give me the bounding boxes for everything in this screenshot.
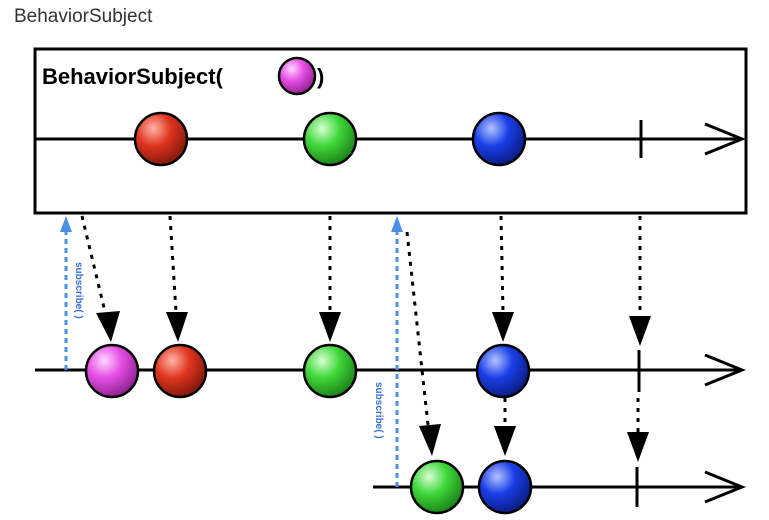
- source-marble-green: [302, 111, 358, 167]
- emission-arrows-subscriber-2: [405, 231, 640, 432]
- subscriber-2-marble-blue: [477, 459, 533, 515]
- emission-arrowheads-subscriber-2: [419, 424, 649, 462]
- subscriber-1-marble-pink: [84, 343, 140, 399]
- page-caption: BehaviorSubject: [14, 6, 153, 27]
- subscriber-1-marble-red: [152, 343, 208, 399]
- source-marble-blue: [471, 111, 527, 167]
- subscriber-2-timeline: [373, 459, 746, 515]
- subscriber-1-marble-blue: [475, 343, 531, 399]
- subscribe-label-1: subscribe( ): [73, 262, 84, 319]
- subscriber-2-marble-green: [409, 459, 465, 515]
- subscriber-1-marble-green: [302, 343, 358, 399]
- subscribe-arrow-1: [60, 216, 72, 370]
- subject-box-title-prefix: BehaviorSubject(: [42, 64, 224, 89]
- subject-box-title-suffix: ): [317, 64, 324, 89]
- emission-arrowheads-subscriber-1: [96, 311, 651, 346]
- source-marble-red: [133, 111, 189, 167]
- subscribe-label-2: subscribe( ): [373, 382, 384, 439]
- subscriber-1-timeline: [35, 343, 746, 399]
- emission-arrows-subscriber-1: [80, 215, 642, 313]
- source-timeline: [35, 111, 746, 167]
- initial-value-marble: [277, 56, 317, 96]
- subscribe-arrow-2: [391, 216, 403, 487]
